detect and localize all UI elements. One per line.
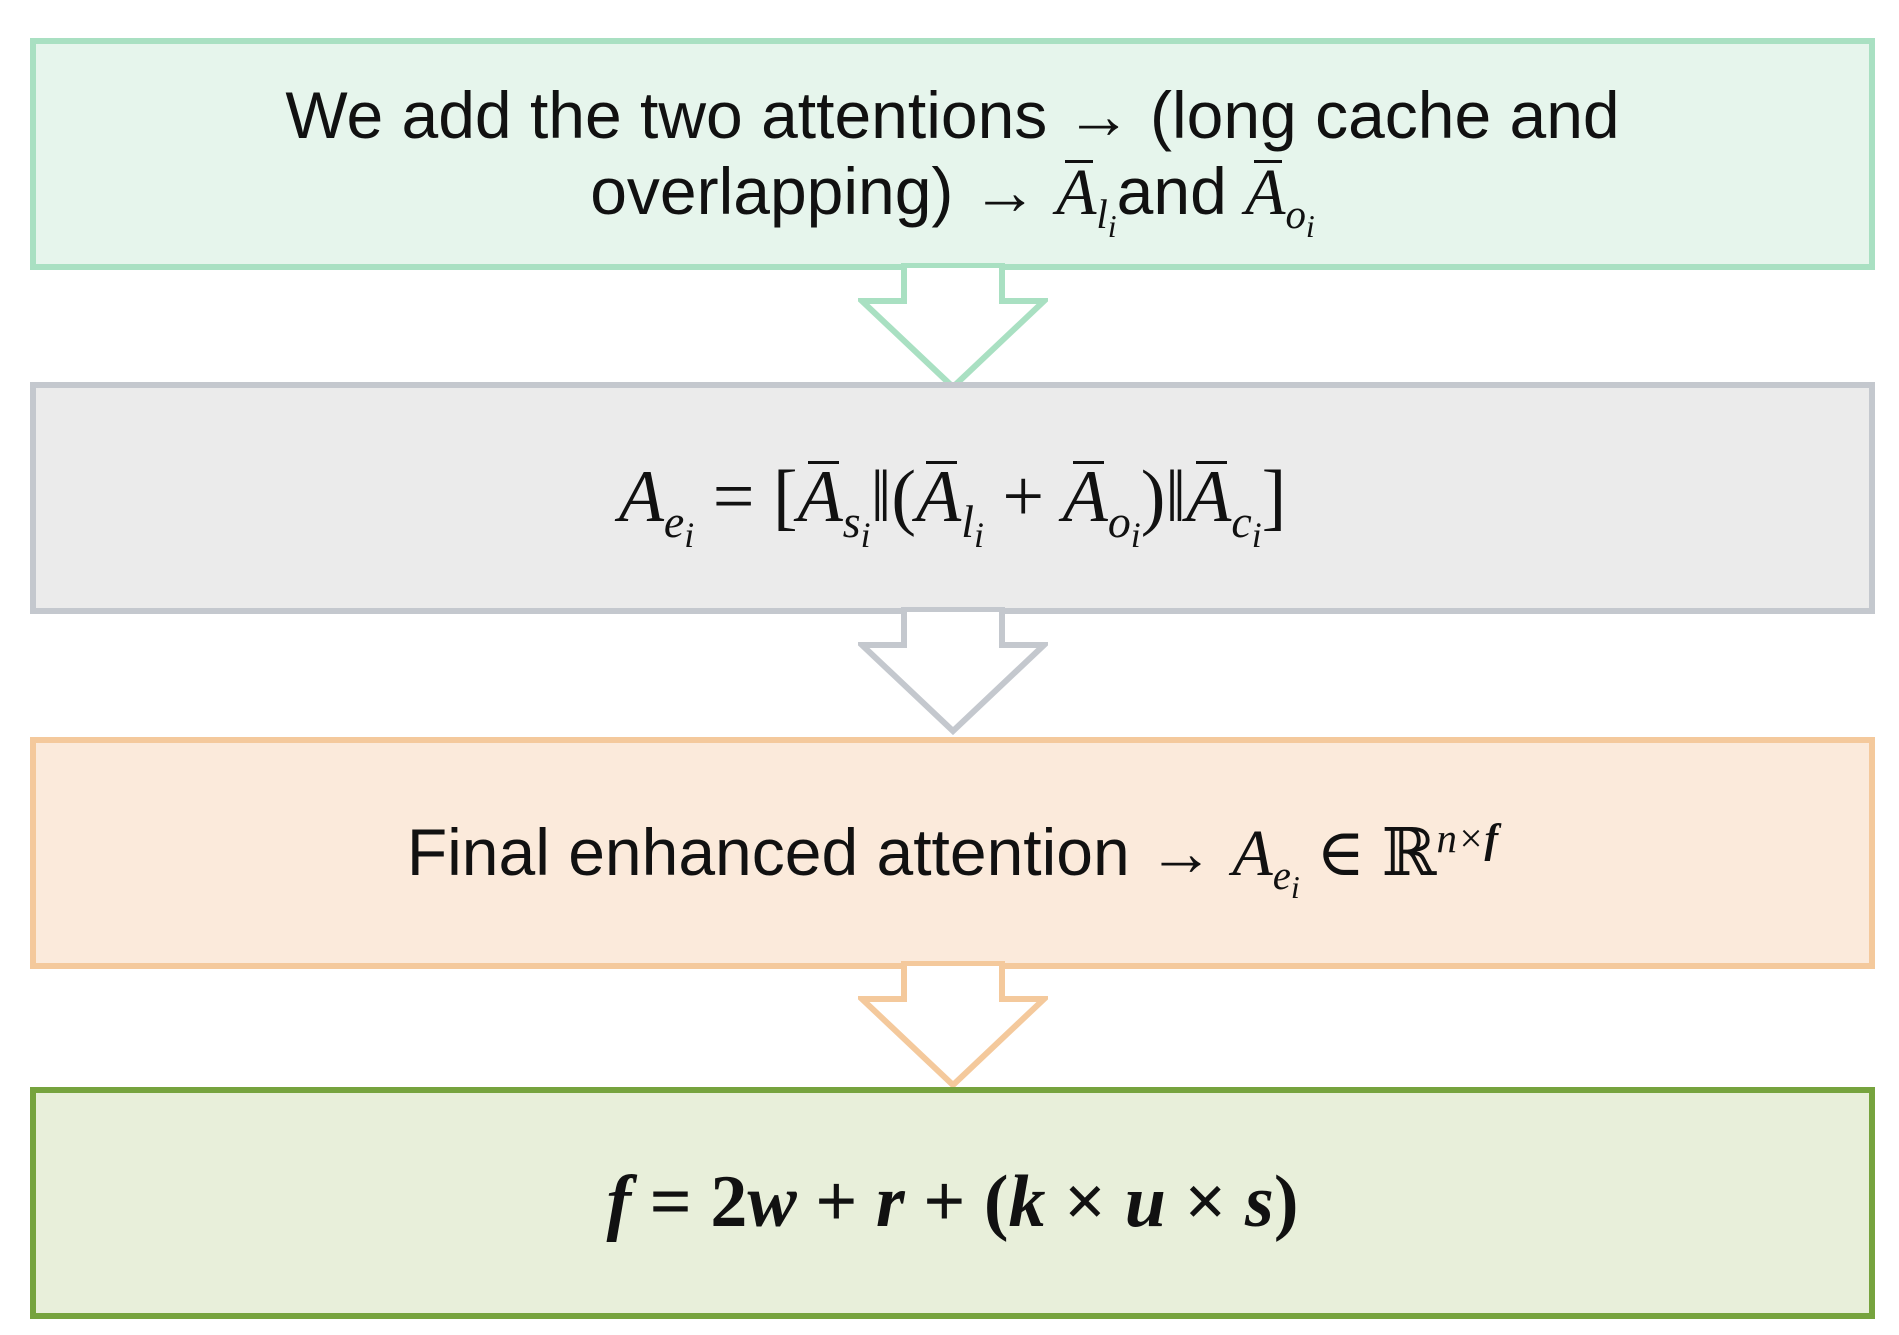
step1-and-word: and — [1116, 153, 1227, 228]
step3-text: Final enhanced attention → — [406, 814, 1215, 889]
down-arrow-icon — [858, 263, 1048, 391]
math-a-e-i-in-r: Aei ∈ ℝn×f — [1232, 815, 1499, 905]
step-box-enhanced-equation: Aei = [Asi‖(Ali + Aoi)‖Aci] — [30, 382, 1875, 614]
step1-line2: overlapping) → Aliand Aoi — [590, 153, 1315, 244]
math-a-bar-l-i: Ali — [1056, 155, 1117, 244]
step-box-add-attentions: We add the two attentions → (long cache … — [30, 38, 1875, 270]
math-a-bar-o-i: Aoi — [1245, 155, 1315, 244]
step1-line1: We add the two attentions → (long cache … — [285, 77, 1620, 152]
equation-f: f = 2w + r + (k × u × s) — [606, 1161, 1299, 1244]
step-box-f-equation: f = 2w + r + (k × u × s) — [30, 1087, 1875, 1319]
equation-a-e-i: Aei = [Asi‖(Ali + Aoi)‖Aci] — [618, 456, 1287, 556]
step3-line: Final enhanced attention → Aei ∈ ℝn×f — [406, 814, 1499, 905]
down-arrow-icon — [858, 607, 1048, 735]
down-arrow-icon — [858, 961, 1048, 1089]
step1-line2-text: overlapping) → — [590, 153, 1038, 228]
step-box-final-attention: Final enhanced attention → Aei ∈ ℝn×f — [30, 737, 1875, 969]
